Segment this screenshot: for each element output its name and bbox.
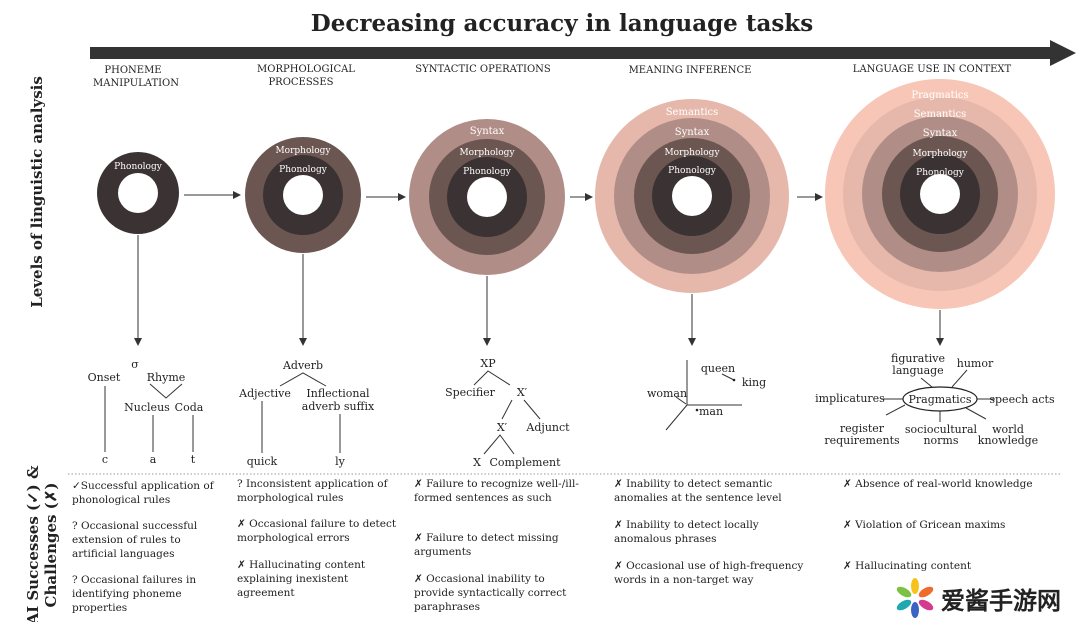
svg-text:Morphology: Morphology	[664, 148, 720, 158]
svg-text:quick: quick	[247, 455, 278, 468]
svg-text:queen: queen	[701, 362, 735, 375]
title: Decreasing accuracy in language tasks	[311, 10, 813, 37]
svg-text:Syntax: Syntax	[675, 127, 710, 138]
svg-text:requirements: requirements	[824, 434, 900, 447]
ai-item: ✗ Failure to recognize well-/ill-formed …	[414, 478, 579, 504]
stage-label-1: PHONEME	[104, 65, 161, 76]
svg-text:Adjective: Adjective	[238, 387, 291, 400]
stage-label-2b: PROCESSES	[268, 77, 333, 88]
svg-text:Inflectional: Inflectional	[306, 387, 370, 400]
svg-text:Adjunct: Adjunct	[525, 421, 570, 434]
stage-label-5: LANGUAGE USE IN CONTEXT	[853, 64, 1012, 75]
svg-text:Specifier: Specifier	[445, 386, 496, 399]
ai-item: ✗ Inability to detect semantic anomalies…	[614, 478, 782, 504]
svg-text:X′: X′	[517, 386, 528, 399]
svg-text:Phonology: Phonology	[668, 166, 717, 176]
pragmatics-map: Pragmatics figurative language humor imp…	[815, 352, 1055, 447]
ai-item: ? Inconsistent application of morphologi…	[237, 478, 388, 504]
stage-label-2: MORPHOLOGICAL	[257, 64, 355, 75]
svg-text:σ: σ	[131, 358, 139, 371]
morphology-tree: Adverb Adjective Inflectional adverb suf…	[238, 359, 375, 468]
svg-text:Adverb: Adverb	[282, 359, 323, 372]
svg-text:Phonology: Phonology	[463, 167, 512, 177]
svg-text:X: X	[473, 456, 481, 469]
svg-text:language: language	[892, 364, 943, 377]
flower-logo-icon	[896, 578, 934, 618]
ai-item: ✗ Hallucinating content	[843, 560, 972, 572]
svg-text:Pragmatics: Pragmatics	[909, 393, 972, 406]
svg-text:norms: norms	[923, 434, 958, 447]
svg-text:Semantics: Semantics	[914, 109, 967, 120]
svg-text:Syntax: Syntax	[923, 128, 958, 139]
watermark-text: 爱酱手游网	[941, 586, 1061, 615]
syntax-circle: Syntax Morphology Phonology	[409, 119, 565, 275]
ai-item: ✗ Absence of real-world knowledge	[843, 478, 1033, 490]
ai-item: ✗ Occasional inability to provide syntac…	[414, 573, 567, 613]
svg-text:adverb suffix: adverb suffix	[302, 400, 375, 413]
connector-arrows	[134, 191, 944, 346]
svg-text:Phonology: Phonology	[279, 165, 328, 175]
pragmatics-circle: Pragmatics Semantics Syntax Morphology P…	[825, 79, 1055, 309]
svg-text:t: t	[191, 453, 196, 466]
morphology-circle: Morphology Phonology	[245, 137, 361, 253]
ai-item: ✓Successful application of phonological …	[72, 480, 214, 506]
svg-text:Morphology: Morphology	[459, 148, 515, 158]
svg-text:Rhyme: Rhyme	[147, 371, 186, 384]
svg-text:Nucleus: Nucleus	[124, 401, 170, 414]
svg-text:Syntax: Syntax	[470, 126, 505, 137]
ai-item: ✗ Occasional use of high-frequency words…	[614, 560, 804, 586]
semantics-circle: Semantics Syntax Morphology Phonology	[595, 99, 789, 293]
ai-label-line1: AI Successes (✓) &	[24, 465, 42, 622]
svg-text:Morphology: Morphology	[912, 149, 968, 159]
levels-label: Levels of linguistic analysis	[28, 76, 46, 308]
vector-space-diagram: queen king woman man	[647, 360, 766, 431]
svg-text:a: a	[150, 453, 157, 466]
stage-label-1b: MANIPULATION	[93, 78, 179, 89]
svg-text:speech acts: speech acts	[989, 393, 1055, 406]
ai-item: ? Occasional successful extension of rul…	[72, 520, 198, 560]
stage-label-3: SYNTACTIC OPERATIONS	[415, 64, 551, 75]
stage-label-4: MEANING INFERENCE	[629, 65, 752, 76]
watermark: 爱酱手游网	[895, 578, 1061, 618]
svg-text:register: register	[840, 422, 885, 435]
svg-text:humor: humor	[957, 357, 994, 370]
svg-text:Semantics: Semantics	[666, 107, 719, 118]
ai-label-line2: Challenges (✗)	[42, 483, 60, 608]
ai-item: ✗ Violation of Gricean maxims	[843, 519, 1006, 531]
syntax-tree: XP Specifier X′ X′ Adjunct X Complement	[445, 357, 570, 469]
ai-item: ✗ Hallucinating content explaining inexi…	[237, 559, 366, 599]
svg-text:ly: ly	[335, 455, 346, 468]
svg-text:XP: XP	[480, 357, 496, 370]
svg-text:Phonology: Phonology	[916, 168, 965, 178]
svg-text:X′: X′	[497, 421, 508, 434]
syllable-tree: σ Onset Rhyme Nucleus Coda c a t	[88, 358, 204, 466]
svg-text:knowledge: knowledge	[978, 434, 1038, 447]
svg-text:woman: woman	[647, 387, 687, 400]
svg-text:man: man	[699, 405, 723, 418]
svg-text:implicatures: implicatures	[815, 392, 885, 405]
ai-item: ✗ Failure to detect missing arguments	[414, 532, 559, 558]
svg-text:Complement: Complement	[490, 456, 562, 469]
svg-text:Coda: Coda	[175, 401, 204, 414]
ai-item: ✗ Inability to detect locally anomalous …	[614, 519, 759, 545]
svg-text:Phonology: Phonology	[114, 162, 163, 172]
svg-text:c: c	[102, 453, 108, 466]
svg-text:Pragmatics: Pragmatics	[911, 90, 968, 101]
svg-text:sociocultural: sociocultural	[905, 423, 978, 436]
ai-item: ? Occasional failures in identifying pho…	[72, 574, 197, 614]
accuracy-arrow	[90, 40, 1076, 66]
svg-text:Morphology: Morphology	[275, 146, 331, 156]
svg-text:figurative: figurative	[891, 352, 945, 365]
svg-text:Onset: Onset	[88, 371, 121, 384]
svg-text:king: king	[742, 376, 766, 389]
phonology-circle: Phonology	[97, 152, 179, 234]
ai-item: ✗ Occasional failure to detect morpholog…	[237, 518, 397, 544]
svg-text:world: world	[992, 423, 1024, 436]
